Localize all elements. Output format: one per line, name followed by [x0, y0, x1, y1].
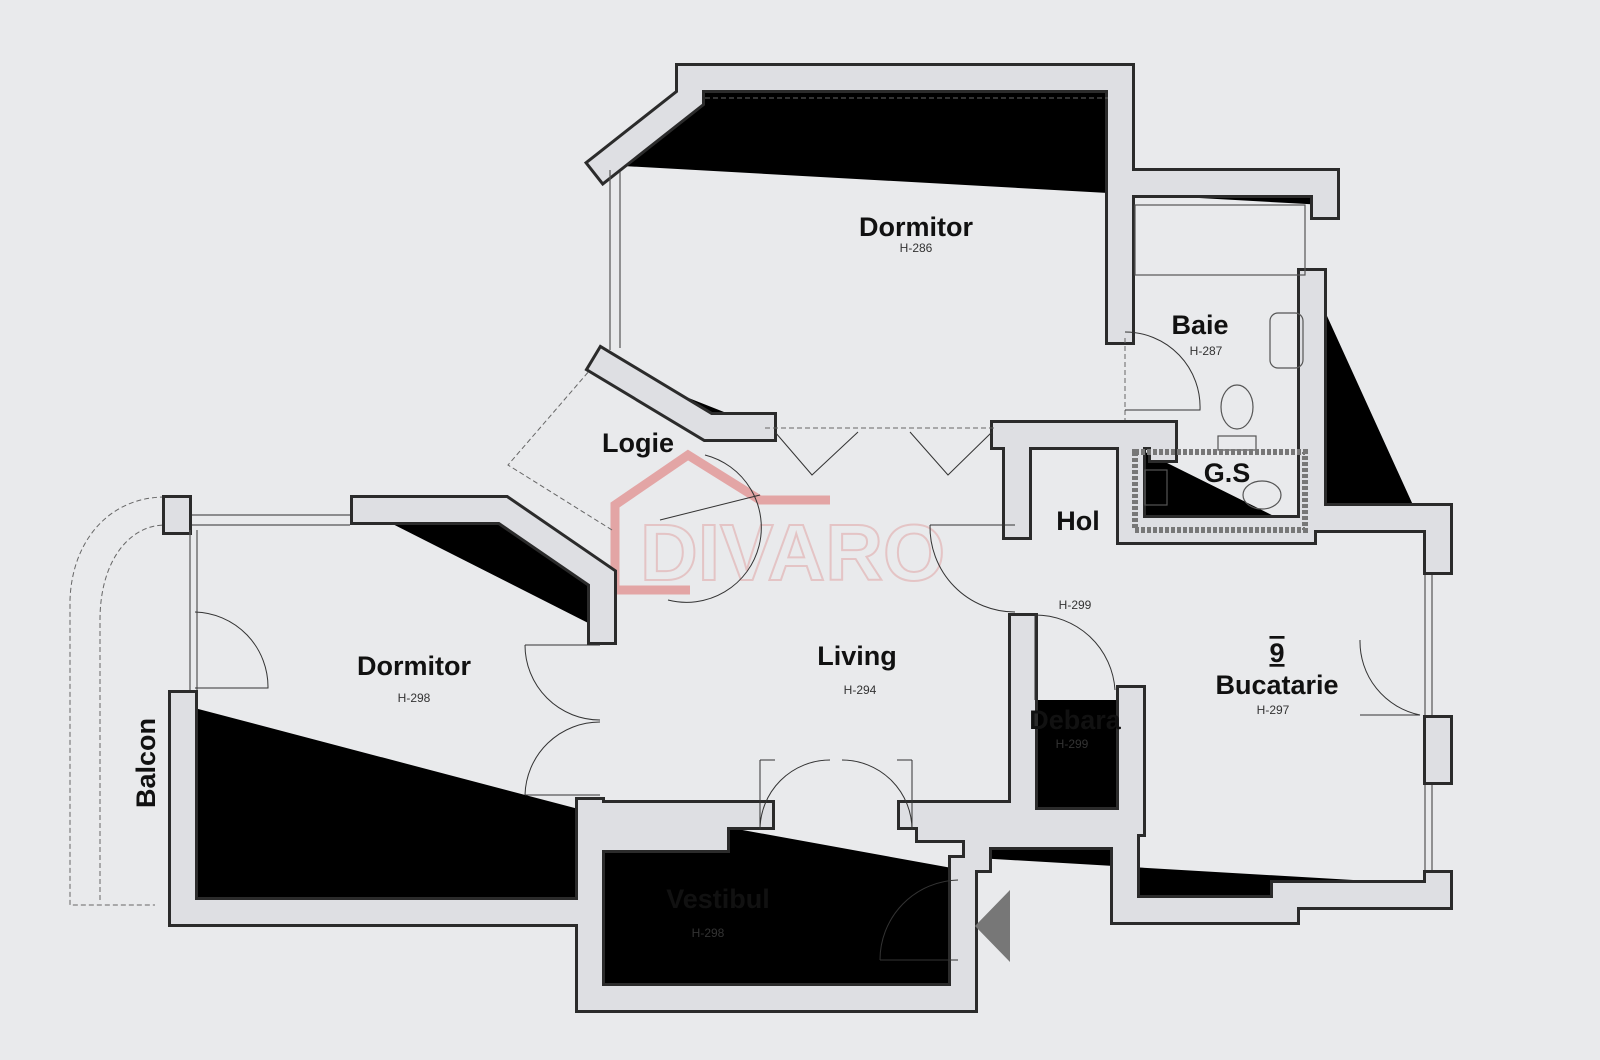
- room-height-debara: H-299: [1056, 737, 1089, 751]
- room-label-vestibul: Vestibul: [666, 884, 770, 914]
- balcony-outline: [69, 496, 166, 906]
- walls: [183, 78, 1438, 998]
- room-label-debara: Debara: [1029, 705, 1122, 735]
- room-label-logie: Logie: [602, 428, 674, 458]
- room-label-bucatarie: Bucatarie: [1215, 670, 1338, 700]
- room-label-hol: Hol: [1056, 506, 1100, 536]
- room-label-baie: Baie: [1171, 310, 1228, 340]
- room-height-baie: H-287: [1190, 344, 1223, 358]
- room-height-hol: H-299: [1059, 598, 1092, 612]
- room-label-gs: G.S: [1204, 458, 1251, 488]
- room-label-dormitor-left: Dormitor: [357, 651, 471, 681]
- room-height-dormitor-top: H-286: [900, 241, 933, 255]
- entrance-arrow-icon: [975, 890, 1010, 962]
- doors: [194, 331, 1421, 961]
- room-label-living: Living: [817, 641, 897, 671]
- bathroom-fixtures: [1132, 312, 1308, 533]
- room-height-bucatarie: H-297: [1257, 703, 1290, 717]
- room-number-bucatarie: 9: [1269, 638, 1284, 668]
- sink-icon: [1269, 312, 1304, 369]
- room-height-dormitor-left: H-298: [398, 691, 431, 705]
- windows: [189, 97, 1433, 870]
- room-label-dormitor-top: Dormitor: [859, 212, 973, 242]
- room-label-balcon: Balcon: [131, 718, 161, 808]
- room-height-vestibul: H-298: [692, 926, 725, 940]
- svg-text:DIVARO: DIVARO: [640, 508, 945, 597]
- watermark-logo: DIVARO: [610, 449, 946, 598]
- room-height-living: H-294: [844, 683, 877, 697]
- gs-partition: [1132, 449, 1308, 533]
- toilet-icon: [1220, 384, 1254, 430]
